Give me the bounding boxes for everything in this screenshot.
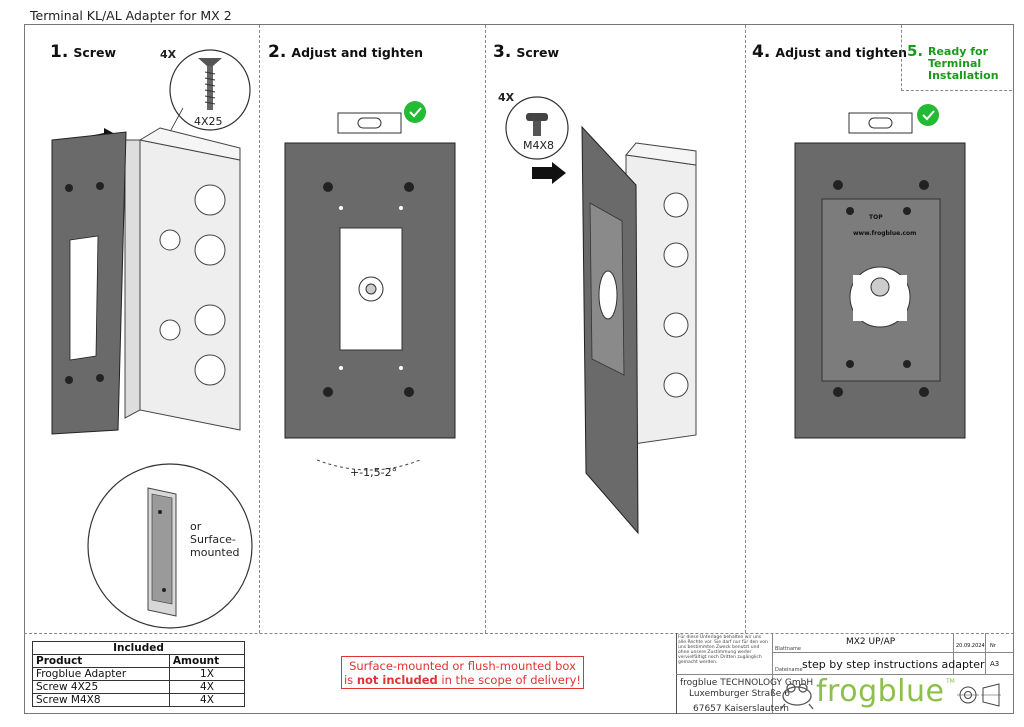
panel-divider bbox=[745, 25, 746, 633]
projection-symbol-icon bbox=[957, 683, 1001, 707]
plate-url-label: www.frogblue.com bbox=[853, 230, 917, 237]
step-label: Adjust and tighten bbox=[775, 45, 908, 60]
file-name-label: Dateiname bbox=[775, 667, 803, 673]
sheet-name-label: Blattname bbox=[775, 646, 801, 652]
paper-format: A3 bbox=[990, 660, 1000, 668]
step-3-illustration bbox=[505, 96, 697, 535]
step-2-illustration bbox=[284, 101, 456, 471]
trademark-mark: TM bbox=[946, 678, 955, 685]
plate-top-label: TOP bbox=[869, 214, 883, 221]
step-3-header: 3. Screw bbox=[493, 42, 559, 62]
sheet-name: MX2 UP/AP bbox=[846, 637, 896, 647]
step-number: 3. bbox=[493, 42, 512, 62]
screw-spec: M4X8 bbox=[523, 139, 555, 152]
screw-quantity: 4X bbox=[160, 48, 177, 61]
surface-box-icon bbox=[147, 487, 177, 617]
step-label: Adjust and tighten bbox=[291, 45, 424, 60]
company-street: Luxemburger Straße 6 bbox=[689, 689, 790, 699]
step-5-label: Ready for Terminal Installation bbox=[928, 45, 999, 82]
step-4-header: 4. Adjust and tighten bbox=[752, 42, 907, 62]
step-label: Screw bbox=[516, 45, 559, 60]
amount-cell: 1X bbox=[168, 667, 246, 681]
product-cell: Frogblue Adapter bbox=[32, 667, 170, 681]
scope-notice: Surface-mounted or flush-mounted box is … bbox=[341, 656, 584, 689]
product-cell: Screw 4X25 bbox=[32, 680, 170, 694]
included-title: Included bbox=[32, 641, 245, 655]
frog-logo-icon bbox=[780, 683, 814, 710]
column-header: Product bbox=[32, 654, 170, 668]
surface-mount-label: or Surface- mounted bbox=[190, 520, 240, 559]
notice-emphasis: not included bbox=[356, 673, 438, 687]
amount-cell: 4X bbox=[168, 693, 246, 707]
adapter-plate-icon bbox=[51, 131, 127, 435]
included-table: Included Product Amount Frogblue Adapter… bbox=[32, 641, 246, 707]
screw-quantity: 4X bbox=[498, 91, 515, 104]
step-number: 2. bbox=[268, 42, 287, 62]
screw-head-icon bbox=[526, 113, 548, 121]
notice-line-2: is not included in the scope of delivery… bbox=[343, 673, 581, 687]
product-cell: Screw M4X8 bbox=[32, 693, 170, 707]
table-row: Screw 4X25 4X bbox=[32, 680, 246, 694]
company-city: 67657 Kaiserslautern bbox=[693, 704, 789, 714]
step-number: 5. bbox=[907, 42, 924, 60]
table-row: Screw M4X8 4X bbox=[32, 693, 246, 707]
panel-divider bbox=[485, 25, 486, 633]
check-icon bbox=[404, 101, 426, 123]
flush-box-icon bbox=[124, 127, 241, 431]
step-number: 4. bbox=[752, 42, 771, 62]
legal-notice: Für diese Unterlage behalten wir uns all… bbox=[678, 635, 768, 665]
screw-head-icon bbox=[198, 58, 222, 66]
step-2-header: 2. Adjust and tighten bbox=[268, 42, 423, 62]
table-row: Frogblue Adapter 1X bbox=[32, 667, 246, 681]
column-header: Amount bbox=[168, 654, 246, 668]
step-5-box bbox=[901, 25, 1012, 91]
step-1-illustration bbox=[51, 49, 253, 629]
arrow-icon bbox=[532, 162, 566, 184]
title-block bbox=[676, 633, 1015, 714]
panel-divider bbox=[24, 633, 1014, 634]
sheet-number-label: Nr bbox=[990, 643, 996, 649]
notice-line-1: Surface-mounted or flush-mounted box bbox=[349, 659, 576, 673]
file-name: step by step instructions adapter bbox=[802, 658, 985, 671]
adapter-plate-icon bbox=[581, 125, 639, 535]
step-label: Screw bbox=[73, 45, 116, 60]
screw-shaft-icon bbox=[207, 66, 213, 110]
drawing-frame bbox=[24, 24, 1014, 714]
sheet-date: 20.09.2024 bbox=[956, 643, 985, 649]
step-4-illustration bbox=[794, 104, 966, 439]
step-number: 1. bbox=[50, 42, 69, 62]
panel-divider bbox=[259, 25, 260, 633]
amount-cell: 4X bbox=[168, 680, 246, 694]
screw-spec: 4X25 bbox=[194, 115, 223, 128]
flush-box-icon bbox=[625, 142, 697, 446]
screw-shaft-icon bbox=[533, 121, 541, 136]
tolerance-label: +-1,5-2° bbox=[350, 466, 398, 479]
document-title: Terminal KL/AL Adapter for MX 2 bbox=[30, 8, 232, 23]
brand-wordmark: frogblue bbox=[816, 674, 945, 709]
step-1-header: 1. Screw bbox=[50, 42, 116, 62]
company-name: frogblue TECHNOLOGY GmbH bbox=[680, 678, 814, 688]
check-icon bbox=[917, 104, 939, 126]
